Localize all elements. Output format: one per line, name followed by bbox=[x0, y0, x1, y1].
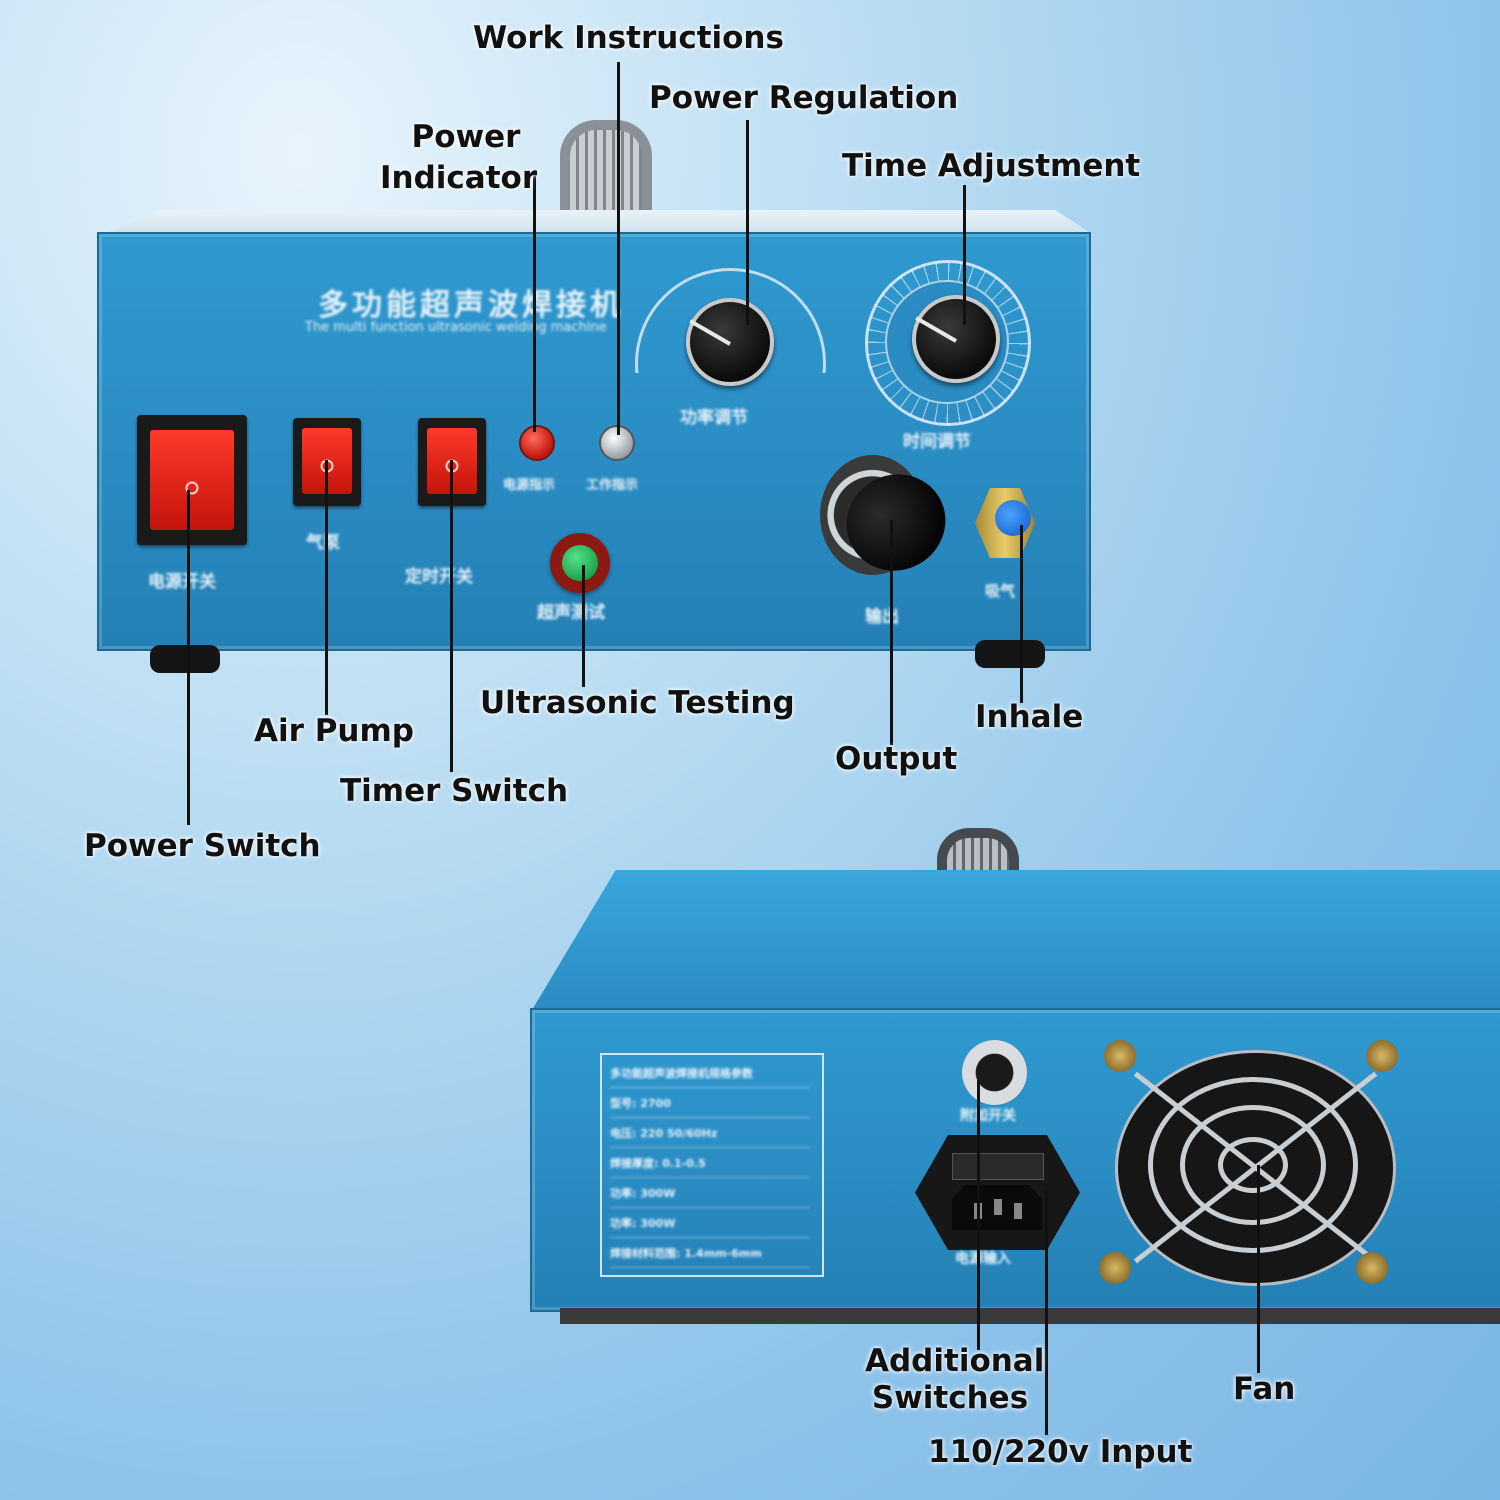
power-indicator-label: 电源指示 bbox=[503, 478, 556, 493]
power-switch-label: 电源开关 bbox=[148, 572, 216, 592]
ultrasonic-test-label: 超声测试 bbox=[537, 603, 605, 623]
front-foot-left bbox=[150, 645, 220, 673]
inhale-label: 吸气 bbox=[985, 582, 1016, 600]
callout-additional-switches-line2: Switches bbox=[871, 1380, 1029, 1416]
callout-inhale: Inhale bbox=[975, 699, 1084, 735]
spec-row: 型号: 2700 bbox=[610, 1095, 810, 1118]
callout-air-pump: Air Pump bbox=[254, 713, 414, 749]
leader-power-indicator bbox=[533, 170, 536, 432]
leader-timer-switch bbox=[450, 460, 453, 772]
leader-air-pump bbox=[325, 460, 328, 715]
fan-screw-tr bbox=[1366, 1040, 1398, 1072]
callout-additional-switches: Additional Switches bbox=[865, 1343, 1045, 1417]
output-label: 输出 bbox=[865, 607, 899, 627]
spec-row: 多功能超声波焊接机规格参数 bbox=[610, 1065, 810, 1088]
front-unit-top bbox=[100, 210, 1095, 236]
leader-work-instructions bbox=[617, 62, 620, 435]
leader-ultrasonic-testing bbox=[582, 565, 585, 687]
air-pump-label: 气泵 bbox=[306, 533, 340, 553]
leader-output bbox=[890, 520, 893, 745]
spec-plate: 多功能超声波焊接机规格参数型号: 2700 电压: 220 50/60Hz 焊接厚度… bbox=[600, 1053, 824, 1277]
callout-power-switch: Power Switch bbox=[84, 828, 321, 864]
leader-input bbox=[1045, 1190, 1048, 1435]
panel-subtitle: The multi function ultrasonic welding ma… bbox=[305, 320, 607, 335]
ultrasonic-test-button[interactable] bbox=[550, 533, 610, 593]
leader-inhale bbox=[1020, 525, 1023, 703]
callout-power-indicator-line2: Indicator bbox=[380, 160, 538, 196]
rear-unit-top bbox=[532, 870, 1500, 1010]
power-regulation-label: 功率调节 bbox=[680, 408, 748, 428]
callout-power-regulation: Power Regulation bbox=[649, 80, 959, 116]
leader-time-adjustment bbox=[963, 185, 966, 325]
leader-additional-switches bbox=[977, 1080, 980, 1350]
front-foot-right bbox=[975, 640, 1045, 668]
additional-switch-connector[interactable] bbox=[962, 1040, 1027, 1105]
callout-input: 110/220v Input bbox=[928, 1434, 1193, 1470]
callout-output: Output bbox=[835, 741, 958, 777]
power-regulation-knob[interactable] bbox=[686, 298, 774, 386]
power-switch[interactable] bbox=[150, 430, 234, 530]
callout-work-instructions: Work Instructions bbox=[473, 20, 784, 56]
fan-screw-bl bbox=[1099, 1252, 1131, 1284]
power-input-socket[interactable] bbox=[915, 1135, 1080, 1250]
timer-switch-label: 定时开关 bbox=[405, 567, 473, 587]
spec-row: 焊接材料范围: 1.4mm-6mm bbox=[610, 1245, 810, 1268]
work-indicator-label: 工作指示 bbox=[586, 478, 639, 493]
callout-additional-switches-line1: Additional bbox=[865, 1343, 1045, 1379]
fan-screw-br bbox=[1356, 1252, 1388, 1284]
connector-label: 附加开关 bbox=[960, 1108, 1016, 1124]
fan-screw-tl bbox=[1104, 1040, 1136, 1072]
callout-power-indicator-line1: Power bbox=[411, 119, 521, 155]
leader-power-switch bbox=[187, 490, 190, 825]
fan-grille bbox=[1115, 1050, 1396, 1286]
rear-base bbox=[560, 1308, 1500, 1324]
leader-fan bbox=[1257, 1165, 1260, 1373]
spec-row: 功率: 300W bbox=[610, 1185, 810, 1208]
callout-time-adjustment: Time Adjustment bbox=[842, 148, 1141, 184]
spec-row: 功率: 300W bbox=[610, 1215, 810, 1238]
callout-power-indicator: Power Indicator bbox=[380, 119, 538, 197]
callout-fan: Fan bbox=[1233, 1371, 1296, 1407]
input-label: 电源输入 bbox=[955, 1251, 1011, 1267]
time-adjustment-knob[interactable] bbox=[912, 295, 1000, 383]
power-indicator-light bbox=[519, 425, 555, 461]
callout-timer-switch: Timer Switch bbox=[340, 773, 569, 809]
spec-row: 电压: 220 50/60Hz bbox=[610, 1125, 810, 1148]
panel-title: 多功能超声波焊接机 bbox=[318, 288, 624, 323]
time-adjustment-label: 时间调节 bbox=[903, 432, 971, 452]
callout-ultrasonic-testing: Ultrasonic Testing bbox=[480, 685, 795, 721]
leader-power-regulation bbox=[746, 120, 749, 325]
spec-row: 焊接厚度: 0.1-0.5 bbox=[610, 1155, 810, 1178]
